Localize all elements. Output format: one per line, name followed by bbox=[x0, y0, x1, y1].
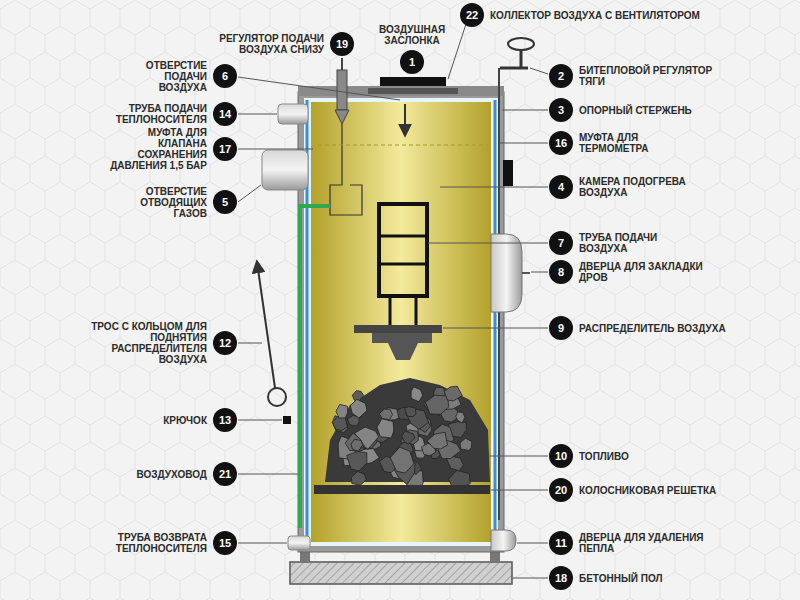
part-label: ДВЕРЦА ДЛЯ ЗАКЛАДКИ ДРОВ bbox=[579, 261, 709, 283]
callout-circle: 15ТРУБА ВОЗВРАТА ТЕПЛОНОСИТЕЛЯ bbox=[213, 531, 237, 555]
callout-number: 6 bbox=[213, 64, 237, 88]
callout-circle: 4КАМЕРА ПОДОГРЕВА ВОЗДУХА bbox=[549, 175, 573, 199]
callout-number: 14 bbox=[213, 102, 237, 126]
callout-circle: 13КРЮЧОК bbox=[213, 408, 237, 432]
callout-number: 11 bbox=[549, 531, 573, 555]
part-label: ОПОРНЫЙ СТЕРЖЕНЬ bbox=[579, 105, 699, 116]
part-label: ТРУБА ВОЗВРАТА ТЕПЛОНОСИТЕЛЯ bbox=[77, 532, 207, 554]
callout-circle: 3ОПОРНЫЙ СТЕРЖЕНЬ bbox=[549, 98, 573, 122]
callout-circle: 21ВОЗДУХОВОД bbox=[213, 462, 237, 486]
part-label: РЕГУЛЯТОР ПОДАЧИ ВОЗДУХА СНИЗУ bbox=[199, 33, 324, 55]
callout-number: 8 bbox=[549, 260, 573, 284]
callout-circle: 18БЕТОННЫЙ ПОЛ bbox=[549, 566, 573, 590]
callout-circle: 16МУФТА ДЛЯ ТЕРМОМЕТРА bbox=[549, 131, 573, 155]
callout-circle: 6ОТВЕРСТИЕ ПОДАЧИ ВОЗДУХА bbox=[213, 64, 237, 88]
callout-circle: 22КОЛЛЕКТОР ВОЗДУХА С ВЕНТИЛЯТОРОМ bbox=[460, 3, 484, 27]
callout-circle: 14ТРУБА ПОДАЧИ ТЕПЛОНОСИТЕЛЯ bbox=[213, 102, 237, 126]
callout-circle: 11ДВЕРЦА ДЛЯ УДАЛЕНИЯ ПЕПЛА bbox=[549, 531, 573, 555]
part-label: ОТВЕРСТИЕ ПОДАЧИ ВОЗДУХА bbox=[117, 60, 207, 93]
callout-number: 4 bbox=[549, 175, 573, 199]
part-label: ОТВЕРСТИЕ ОТВОДЯЩИХ ГАЗОВ bbox=[107, 186, 207, 219]
callout-circle: 5ОТВЕРСТИЕ ОТВОДЯЩИХ ГАЗОВ bbox=[213, 190, 237, 214]
part-label: КРЮЧОК bbox=[117, 415, 207, 426]
callout-number: 15 bbox=[213, 531, 237, 555]
callout-number: 9 bbox=[549, 316, 573, 340]
part-label: ТРУБА ПОДАЧИ ТЕПЛОНОСИТЕЛЯ bbox=[107, 103, 207, 125]
callout-number: 1 bbox=[400, 50, 424, 74]
callout-circle: 2БИТЕПЛОВОЙ РЕГУЛЯТОР ТЯГИ bbox=[549, 64, 573, 88]
callout-number: 5 bbox=[213, 190, 237, 214]
callout-number: 10 bbox=[549, 444, 573, 468]
part-label: ВОЗДУХОВОД bbox=[107, 469, 207, 480]
callout-circle: 7ТРУБА ПОДАЧИ ВОЗДУХА bbox=[549, 231, 573, 255]
part-label: БИТЕПЛОВОЙ РЕГУЛЯТОР ТЯГИ bbox=[579, 65, 719, 87]
callout-number: 16 bbox=[549, 131, 573, 155]
part-label: КОЛОСНИКОВАЯ РЕШЕТКА bbox=[579, 485, 729, 496]
callout-circle: 17МУФТА ДЛЯ КЛАПАНА СОХРАНЕНИЯ ДАВЛЕНИЯ … bbox=[213, 137, 237, 161]
callout-number: 22 bbox=[460, 3, 484, 27]
callout-circle: 1ВОЗДУШНАЯ ЗАСЛОНКА bbox=[400, 50, 424, 74]
part-label: ТРУБА ПОДАЧИ ВОЗДУХА bbox=[579, 232, 699, 254]
part-label: МУФТА ДЛЯ КЛАПАНА СОХРАНЕНИЯ ДАВЛЕНИЯ 1,… bbox=[102, 127, 207, 171]
callout-number: 21 bbox=[213, 462, 237, 486]
callout-number: 20 bbox=[549, 478, 573, 502]
callout-circle: 20КОЛОСНИКОВАЯ РЕШЕТКА bbox=[549, 478, 573, 502]
callout-circle: 19РЕГУЛЯТОР ПОДАЧИ ВОЗДУХА СНИЗУ bbox=[330, 32, 354, 56]
callout-number: 7 bbox=[549, 231, 573, 255]
callout-circle: 8ДВЕРЦА ДЛЯ ЗАКЛАДКИ ДРОВ bbox=[549, 260, 573, 284]
part-label: КОЛЛЕКТОР ВОЗДУХА С ВЕНТИЛЯТОРОМ bbox=[490, 10, 715, 21]
part-label: ДВЕРЦА ДЛЯ УДАЛЕНИЯ ПЕПЛА bbox=[579, 532, 729, 554]
part-label: БЕТОННЫЙ ПОЛ bbox=[579, 573, 729, 584]
callout-circle: 12ТРОС С КОЛЬЦОМ ДЛЯ ПОДНЯТИЯ РАСПРЕДЕЛИ… bbox=[213, 331, 237, 355]
callout-number: 2 bbox=[549, 64, 573, 88]
callout-number: 12 bbox=[213, 331, 237, 355]
part-label: ТРОС С КОЛЬЦОМ ДЛЯ ПОДНЯТИЯ РАСПРЕДЕЛИТЕ… bbox=[87, 321, 207, 365]
part-label: ТОПЛИВО bbox=[579, 451, 699, 462]
callout-number: 17 bbox=[213, 137, 237, 161]
part-label: КАМЕРА ПОДОГРЕВА ВОЗДУХА bbox=[579, 176, 699, 198]
part-label: РАСПРЕДЕЛИТЕЛЬ ВОЗДУХА bbox=[579, 323, 729, 334]
callout-number: 18 bbox=[549, 566, 573, 590]
part-label: ВОЗДУШНАЯ ЗАСЛОНКА bbox=[370, 24, 454, 46]
callout-circle: 9РАСПРЕДЕЛИТЕЛЬ ВОЗДУХА bbox=[549, 316, 573, 340]
callout-number: 13 bbox=[213, 408, 237, 432]
callout-number: 3 bbox=[549, 98, 573, 122]
callout-circle: 10ТОПЛИВО bbox=[549, 444, 573, 468]
part-label: МУФТА ДЛЯ ТЕРМОМЕТРА bbox=[579, 132, 699, 154]
callout-number: 19 bbox=[330, 32, 354, 56]
